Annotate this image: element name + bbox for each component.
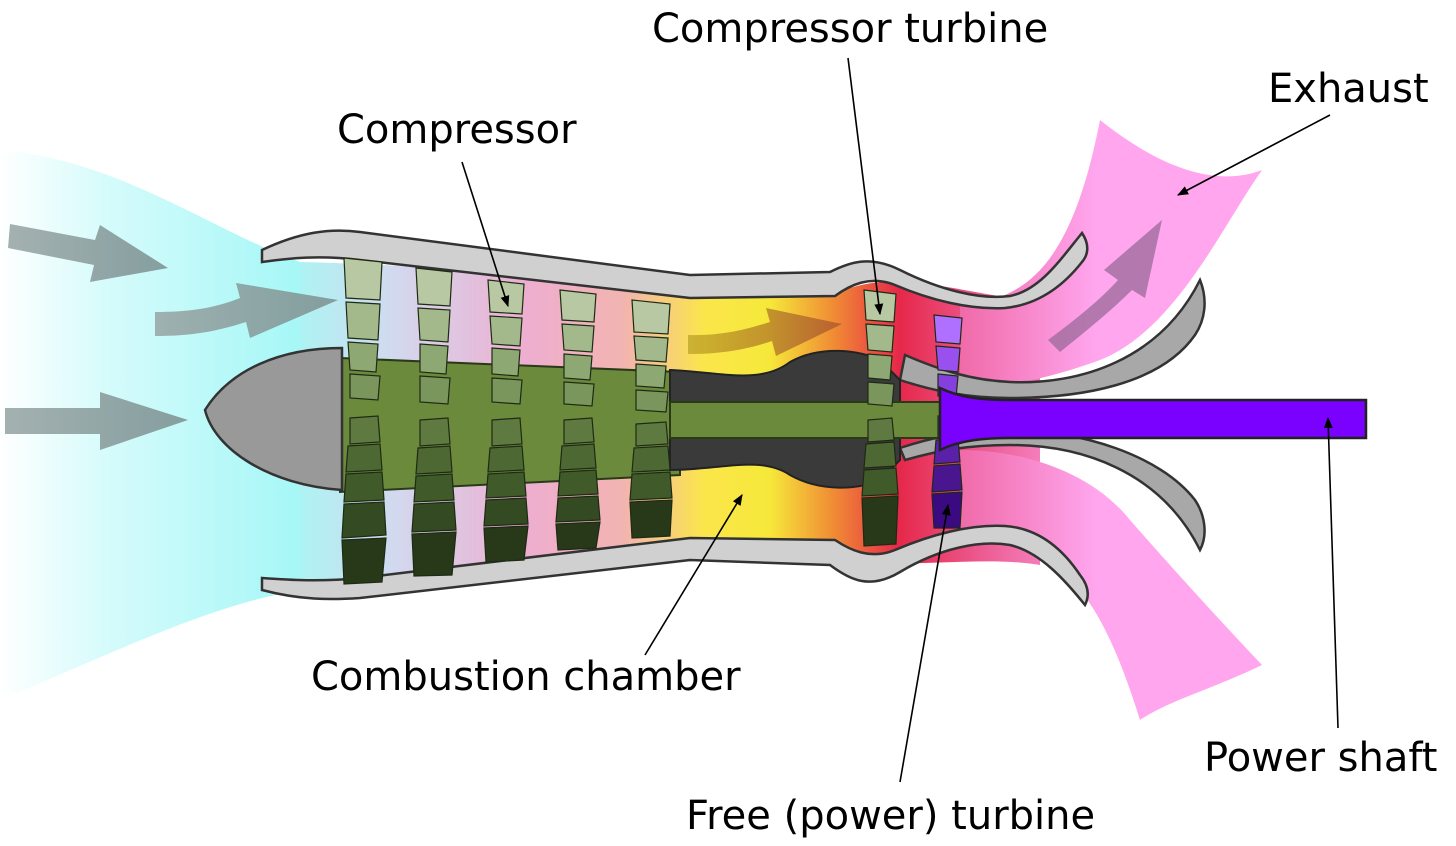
labels: Compressor Compressor turbine Exhaust Co…	[311, 6, 1437, 839]
compressor-stages	[341, 257, 673, 585]
compressor-turbine-leader	[847, 57, 884, 316]
label-compressor: Compressor	[337, 107, 577, 153]
power-shaft-leader	[1323, 416, 1339, 729]
compressor-stage-1	[341, 257, 387, 585]
label-power-shaft: Power shaft	[1204, 735, 1437, 781]
compressor-leader	[461, 161, 510, 308]
exhaust-flow-arrow	[1048, 220, 1162, 352]
compressor-stage-5	[629, 299, 673, 539]
outer-casing-top	[260, 229, 1089, 310]
exhaust-plume-lower	[960, 450, 1262, 720]
free-turbine-leader	[899, 503, 951, 783]
label-exhaust: Exhaust	[1268, 66, 1429, 112]
main-shaft	[669, 401, 941, 439]
combustion-flow-arrow	[688, 308, 842, 356]
label-compressor-turbine: Compressor turbine	[652, 6, 1048, 52]
exhaust-duct-top	[898, 276, 1206, 400]
power-shaft	[938, 385, 1368, 453]
exhaust-plume	[960, 120, 1262, 390]
outer-casing-bottom	[260, 524, 1089, 608]
leader-lines	[461, 57, 1339, 783]
label-free-power-turbine: Free (power) turbine	[686, 793, 1095, 839]
nose-cone	[203, 346, 344, 492]
exhaust-leader	[1177, 114, 1331, 196]
combustion-chamber-leader	[644, 494, 743, 656]
intake-flow-arrows	[5, 220, 1162, 450]
compressor-turbine-blades	[861, 289, 899, 547]
label-combustion-chamber: Combustion chamber	[311, 654, 741, 700]
flow-arrow-middle	[155, 283, 338, 338]
flow-arrow-bottom	[5, 392, 188, 450]
compressor-stage-4	[555, 289, 601, 551]
flow-arrow-top	[8, 224, 168, 282]
compressor-stage-2	[411, 267, 457, 577]
